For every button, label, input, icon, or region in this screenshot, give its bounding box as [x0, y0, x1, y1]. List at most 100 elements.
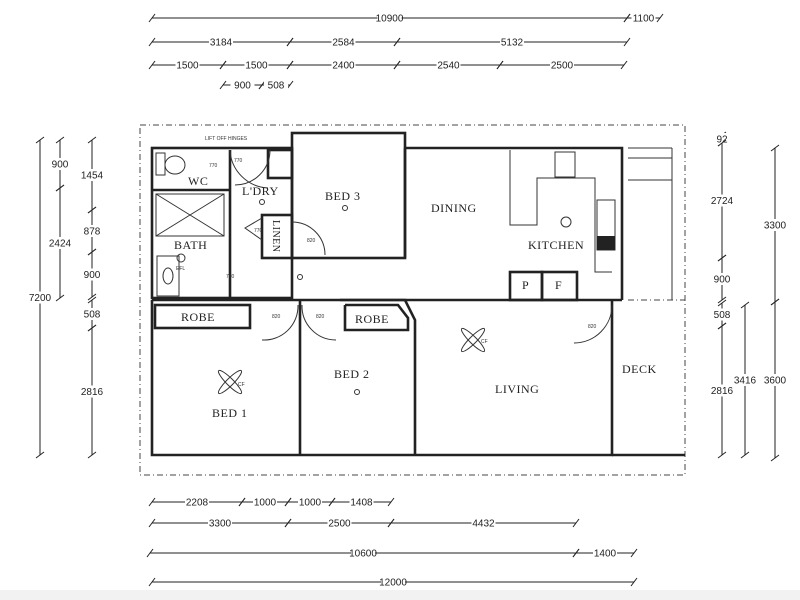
dimension-tick — [35, 451, 45, 459]
dimension-tick — [148, 37, 156, 47]
dimension: 1000 — [284, 496, 336, 509]
room-label-bed1: BED 1 — [212, 406, 248, 420]
dimension: 900 — [219, 79, 266, 92]
dimension: 3184 — [148, 36, 294, 49]
dimension: 3300 — [763, 144, 787, 306]
dimension-tick — [717, 299, 727, 307]
door-size-bed1: 820 — [272, 314, 281, 320]
note-ceiling-fan-bed1: CF — [238, 382, 245, 388]
dimension-tick — [770, 298, 780, 306]
dimension-tick — [770, 454, 780, 462]
dimension: 1500 — [148, 59, 227, 72]
dimension-label: 1500 — [245, 61, 268, 72]
room-label-wc: WC — [188, 174, 208, 188]
room-label-living: LIVING — [495, 382, 539, 396]
dimension-tick — [87, 248, 97, 256]
dimension-label: 4432 — [472, 519, 495, 530]
dimension: 2400 — [286, 59, 401, 72]
dimension: 2724 — [710, 139, 734, 262]
dimension-tick — [387, 518, 395, 528]
dimension-label: 508 — [268, 81, 285, 92]
dimension-tick — [35, 136, 45, 144]
dimension-tick — [717, 322, 727, 330]
door-size-bath: 770 — [226, 274, 235, 280]
dimension-label: 2208 — [186, 498, 209, 509]
dimension: 2424 — [48, 184, 72, 302]
dimension-label: 10900 — [376, 14, 404, 25]
dimension-tick — [630, 577, 638, 587]
note-ceiling-fan-living: CF — [481, 339, 488, 345]
dimension: 1500 — [219, 59, 294, 72]
dimension: 5132 — [393, 36, 631, 49]
dimension-tick — [393, 60, 401, 70]
dimension-tick — [572, 548, 580, 558]
dimension-tick — [387, 497, 395, 507]
dimension-label: 2424 — [49, 239, 72, 250]
dimension-tick — [740, 301, 750, 309]
dimension-tick — [623, 37, 631, 47]
dimension-tick — [87, 324, 97, 332]
walls — [150, 131, 685, 457]
dimension-tick — [656, 13, 664, 23]
door-size-wc: 770 — [209, 163, 218, 169]
dimension-label: 1454 — [81, 171, 104, 182]
dimension-tick — [148, 518, 156, 528]
dimension-label: 2500 — [551, 61, 574, 72]
note-exhaust-fan: EFL — [176, 266, 185, 272]
dimension-label: 3184 — [210, 38, 233, 49]
dimension-label: 10600 — [349, 549, 377, 560]
room-label-deck: DECK — [622, 362, 657, 376]
room-label-bath: BATH — [174, 238, 207, 252]
dimension-tick — [55, 294, 65, 302]
dimension-tick — [148, 60, 156, 70]
dimension: 3416 — [733, 301, 757, 459]
dimension-tick — [55, 136, 65, 144]
dimension: 1408 — [328, 496, 395, 509]
dimension: 3600 — [763, 298, 787, 462]
dimension-tick — [328, 497, 336, 507]
dimension: 10600 — [146, 547, 580, 560]
dimension-label: 7200 — [29, 293, 52, 304]
dimension: 12000 — [148, 576, 638, 589]
dimension-tick — [87, 206, 97, 214]
dimension-label: 2540 — [437, 61, 460, 72]
dimension: 7200 — [28, 136, 52, 459]
dimension: 2584 — [286, 36, 401, 49]
door-size-bed3: 820 — [307, 238, 316, 244]
dimension-label: 2400 — [332, 61, 355, 72]
dimension-label: 12000 — [379, 578, 407, 589]
dimension-tick — [146, 548, 154, 558]
dimension-label: 3300 — [764, 221, 787, 232]
dimension-label: 1500 — [176, 61, 199, 72]
dimension-tick — [148, 13, 156, 23]
dimension: 900 — [80, 248, 104, 301]
dimension-tick — [55, 184, 65, 192]
bottom-strip — [0, 590, 800, 600]
dimension: 2500 — [496, 59, 628, 72]
dimension-label: 1000 — [299, 498, 322, 509]
dimension: 900 — [710, 254, 734, 304]
dimension-label: 2816 — [81, 387, 104, 398]
dimension: 4432 — [387, 517, 580, 530]
dimension-label: 2584 — [332, 38, 355, 49]
dimension: 508 — [710, 299, 734, 330]
door-size-laundry: 770 — [234, 158, 243, 164]
dimension-tick — [740, 451, 750, 459]
dimension-label: 1408 — [350, 498, 373, 509]
dimension-tick — [284, 497, 292, 507]
room-label-bed2: BED 2 — [334, 367, 370, 381]
dimension-label: 1400 — [594, 549, 617, 560]
dimension: 2500 — [284, 517, 395, 530]
room-label-fridge: F — [555, 278, 562, 292]
dimension: 10900 — [148, 12, 631, 25]
dimension-tick — [148, 497, 156, 507]
room-label-laundry: L'DRY — [242, 184, 279, 198]
dimension-tick — [87, 451, 97, 459]
dimension-tick — [286, 37, 294, 47]
dimension-label: 900 — [714, 275, 731, 286]
dimension-label: 1000 — [254, 498, 277, 509]
room-label-kitchen: KITCHEN — [528, 238, 584, 252]
dimension-label: 900 — [52, 160, 69, 171]
